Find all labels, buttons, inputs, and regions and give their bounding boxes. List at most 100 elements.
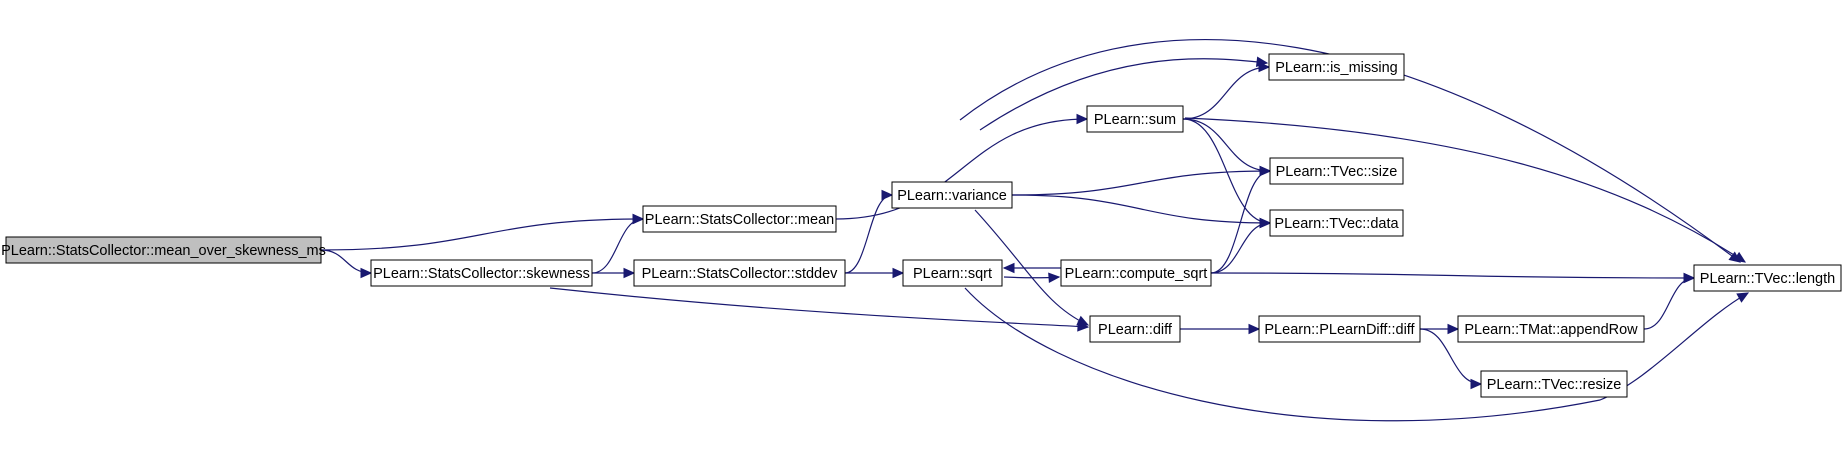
node-label: PLearn::TMat::appendRow xyxy=(1464,322,1638,338)
edge-variance-to-diff xyxy=(974,209,1090,326)
edge-line xyxy=(959,39,1741,263)
node-label: PLearn::variance xyxy=(897,188,1007,204)
edge-line xyxy=(1182,118,1271,224)
edge-pldiff-to-resize xyxy=(1419,328,1483,390)
edge-line xyxy=(1182,118,1271,172)
node-box xyxy=(1693,264,1842,292)
edge-csqrt-to-sqrt xyxy=(1002,262,1063,274)
node-box xyxy=(1480,370,1628,398)
edge-variance-to-data xyxy=(1011,194,1272,229)
node-sqrt[interactable]: PLearn::sqrt xyxy=(902,259,1003,287)
node-skew[interactable]: PLearn::StatsCollector::skewness xyxy=(370,259,593,287)
edge-stddev-to-variance xyxy=(844,189,894,274)
node-diff[interactable]: PLearn::diff xyxy=(1089,315,1181,343)
node-label: PLearn::StatsCollector::mean xyxy=(645,212,834,228)
node-ismiss[interactable]: PLearn::is_missing xyxy=(1268,53,1405,81)
node-box xyxy=(1457,315,1645,343)
arrowhead-icon xyxy=(623,267,636,279)
node-label: PLearn::TVec::size xyxy=(1276,164,1398,180)
node-variance[interactable]: PLearn::variance xyxy=(891,181,1013,209)
edge-line xyxy=(1210,272,1695,279)
node-box xyxy=(902,259,1003,287)
nodes-layer: PLearn::StatsCollector::mean_over_skewne… xyxy=(1,53,1842,398)
arrowhead-icon xyxy=(1076,315,1090,326)
edge-csqrt-to-size xyxy=(1210,165,1272,274)
node-label: PLearn::sqrt xyxy=(913,266,992,282)
edges-layer xyxy=(320,39,1750,422)
edge-line xyxy=(1643,277,1695,330)
arrowhead-icon xyxy=(1736,292,1750,303)
node-label: PLearn::PLearnDiff::diff xyxy=(1264,322,1415,338)
node-box xyxy=(1269,157,1404,185)
edge-line xyxy=(974,209,1089,326)
edge-mos-to-skew xyxy=(320,249,373,279)
node-sum[interactable]: PLearn::sum xyxy=(1086,105,1184,133)
node-pldiff[interactable]: PLearn::PLearnDiff::diff xyxy=(1258,315,1421,343)
edge-line xyxy=(549,287,1089,328)
arrowhead-icon xyxy=(1259,165,1272,177)
node-mos[interactable]: PLearn::StatsCollector::mean_over_skewne… xyxy=(1,236,326,264)
arrowhead-icon xyxy=(632,213,645,225)
node-stddev[interactable]: PLearn::StatsCollector::stddev xyxy=(633,259,846,287)
edge-csqrt-to-length xyxy=(1210,272,1696,284)
node-box xyxy=(1269,209,1404,237)
node-label: PLearn::TVec::length xyxy=(1700,271,1835,287)
arrowhead-icon xyxy=(1259,217,1272,229)
edge-sum-to-length xyxy=(1184,117,1747,263)
arrowhead-icon xyxy=(1733,251,1747,263)
edge-sqrt-to-length xyxy=(964,287,1750,422)
node-label: PLearn::sum xyxy=(1094,112,1176,128)
node-box xyxy=(1060,259,1212,287)
arrowhead-icon xyxy=(881,189,894,201)
node-label: PLearn::TVec::data xyxy=(1274,216,1399,232)
node-append[interactable]: PLearn::TMat::appendRow xyxy=(1457,315,1645,343)
node-box xyxy=(1086,105,1184,133)
arrowhead-icon xyxy=(1248,323,1261,335)
node-box xyxy=(633,259,846,287)
edge-skew-to-stddev xyxy=(592,267,636,279)
edge-mos-to-mean xyxy=(320,213,645,251)
arrowhead-icon xyxy=(1683,272,1696,284)
arrowhead-icon xyxy=(1258,61,1271,73)
node-label: PLearn::StatsCollector::mean_over_skewne… xyxy=(1,243,326,259)
edge-line xyxy=(964,287,1749,422)
node-box xyxy=(370,259,593,287)
node-box xyxy=(1089,315,1181,343)
edge-line xyxy=(1210,222,1271,274)
node-box xyxy=(1268,53,1405,81)
arrowhead-icon xyxy=(1470,378,1483,390)
node-label: PLearn::diff xyxy=(1098,322,1173,338)
arrowhead-icon xyxy=(1048,272,1061,284)
node-size[interactable]: PLearn::TVec::size xyxy=(1269,157,1404,185)
edge-line xyxy=(1182,66,1270,120)
edge-append-to-length xyxy=(1643,272,1696,330)
node-label: PLearn::StatsCollector::stddev xyxy=(642,266,839,282)
node-data[interactable]: PLearn::TVec::data xyxy=(1269,209,1404,237)
edge-stddev-to-sqrt xyxy=(845,267,905,279)
node-mean[interactable]: PLearn::StatsCollector::mean xyxy=(642,205,837,233)
node-box xyxy=(1258,315,1421,343)
node-resize[interactable]: PLearn::TVec::resize xyxy=(1480,370,1628,398)
node-box xyxy=(5,236,322,264)
node-box xyxy=(891,181,1013,209)
arrowhead-icon xyxy=(1076,113,1089,125)
edge-line xyxy=(844,194,893,274)
arrowhead-icon xyxy=(1002,262,1015,274)
arrowhead-icon xyxy=(1447,323,1460,335)
node-label: PLearn::TVec::resize xyxy=(1487,377,1622,393)
edge-csqrt-to-data xyxy=(1210,217,1272,274)
arrowhead-icon xyxy=(360,267,373,279)
edge-sum-to-ismiss xyxy=(1182,61,1271,120)
edge-line xyxy=(835,118,1088,220)
edge-line xyxy=(979,58,1268,131)
node-label: PLearn::compute_sqrt xyxy=(1065,266,1208,282)
node-box xyxy=(642,205,837,233)
edge-pldiff-to-append xyxy=(1420,323,1460,335)
node-length[interactable]: PLearn::TVec::length xyxy=(1693,264,1842,292)
node-csqrt[interactable]: PLearn::compute_sqrt xyxy=(1060,259,1212,287)
node-label: PLearn::is_missing xyxy=(1275,60,1398,76)
edge-sum-to-data xyxy=(1182,118,1272,229)
edge-sum-to-size xyxy=(1182,118,1272,177)
edge-diff-to-pldiff xyxy=(1180,323,1261,335)
